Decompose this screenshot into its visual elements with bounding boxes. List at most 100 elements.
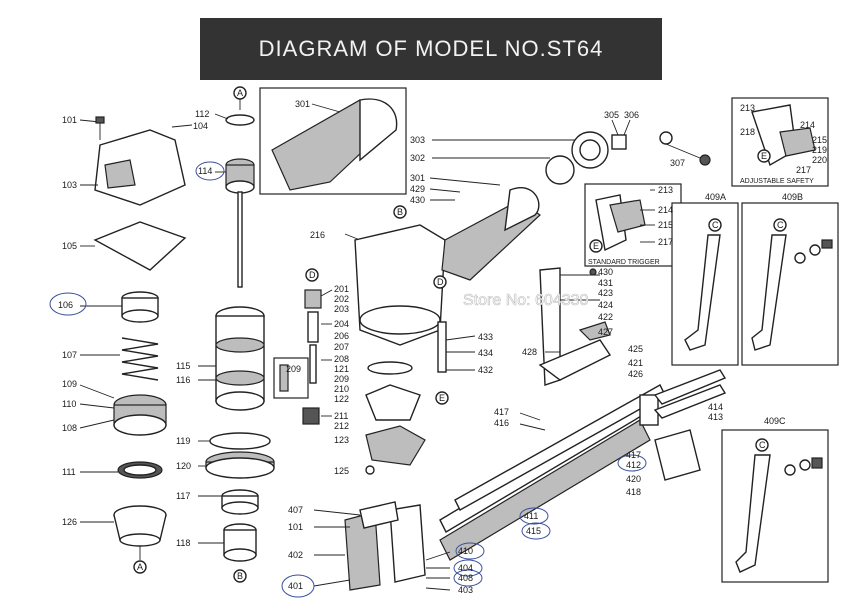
part-label: 118 [176,538,190,548]
part-label: 112 [195,109,209,119]
exhaust-cap-assembly [429,119,711,201]
part-label: 214 [658,205,673,215]
callout-e-body: E [439,393,445,403]
part-label: 429 [410,184,425,194]
part-label: 415 [526,526,541,536]
part-label: 411 [524,511,538,521]
part-label: 301 [410,173,425,183]
part-label: 107 [62,350,77,360]
part-label: 220 [812,155,827,165]
part-label: 104 [193,121,208,131]
callout-e-trigger: E [593,241,599,251]
part-label: 209 [334,374,349,384]
part-label: 407 [288,505,303,515]
part-label: 412 [626,460,641,470]
cylinder-cap-assembly [79,116,193,574]
part-label: 105 [62,241,77,251]
adjustable-safety-inset [731,97,829,187]
part-label: 434 [478,348,493,358]
part-label: 409B [782,192,803,202]
nose-assembly [313,501,451,591]
part-label: 216 [310,230,325,240]
callout-c-409b: C [777,220,784,230]
part-label: 208 [334,354,349,364]
callout-a-top: A [237,88,243,98]
part-label: 215 [812,135,827,145]
part-label: 421 [628,358,643,368]
driver-cylinder-assembly [198,86,275,583]
part-label: 212 [334,421,349,431]
contact-arm-409c-inset [721,429,829,583]
part-label: 119 [176,436,190,446]
part-label: 417 [626,450,641,460]
part-label: 201 [334,284,349,294]
callout-e-safety: E [761,151,767,161]
part-label: 431 [598,278,613,288]
contact-arm-409b-inset [741,202,839,366]
callout-b-top: B [397,207,403,217]
trigger-valve-stack [273,268,426,475]
callout-d-right: D [437,277,444,287]
part-label: 121 [334,364,349,374]
part-label: 108 [62,423,77,433]
part-label: 111 [62,467,76,477]
part-label: 427 [598,327,613,337]
store-watermark: Store No: 604330 [463,292,589,309]
part-label: 430 [598,267,613,277]
part-label: 402 [288,550,303,560]
part-label: 116 [176,375,190,385]
callout-b-bottom: B [237,571,243,581]
part-label: 426 [628,369,643,379]
caption-standard-trigger: STANDARD TRIGGER [588,259,660,266]
part-label: 305 [604,110,619,120]
part-label: 117 [176,491,190,501]
part-label: 420 [626,474,641,484]
callout-c-409c: C [759,440,766,450]
part-label: 404 [458,563,473,573]
part-label: 409A [705,192,726,202]
part-label: 408 [458,573,473,583]
part-label: 428 [522,347,537,357]
part-label: 409C [764,416,786,426]
part-label: 115 [176,361,190,371]
part-label: 217 [658,237,673,247]
part-label: 423 [598,288,613,298]
main-housing [344,187,541,346]
part-label: 219 [812,145,827,155]
grip-inset [259,87,407,195]
part-label: 110 [62,399,76,409]
part-label: 413 [708,412,723,422]
part-label: 213 [740,103,755,113]
trigger-linkage [435,267,612,405]
part-label: 432 [478,365,493,375]
part-label: 202 [334,294,349,304]
part-label: 103 [62,180,77,190]
part-label: 215 [658,220,673,230]
callout-a-bottom: A [137,562,143,572]
part-label: 211 [334,411,348,421]
diagram-title: DIAGRAM OF MODEL NO.ST64 [200,18,662,80]
part-label: 307 [670,158,685,168]
part-label: 109 [62,379,77,389]
part-label: 209 [286,364,301,374]
part-label: 424 [598,300,613,310]
part-label: 101 [288,522,303,532]
part-label: 416 [494,418,509,428]
part-label: 120 [176,461,191,471]
part-label: 101 [62,115,77,125]
highlight-marks [49,161,647,598]
callout-d-left: D [309,270,316,280]
part-label: 203 [334,304,349,314]
part-label: 213 [658,185,673,195]
part-label: 214 [800,120,815,130]
standard-trigger-inset [584,183,682,267]
magazine-assembly [439,369,727,561]
part-label: 418 [626,487,641,497]
part-label: 206 [334,331,349,341]
part-label: 125 [334,466,349,476]
part-label: 433 [478,332,493,342]
part-label: 430 [410,195,425,205]
part-label: 204 [334,319,349,329]
part-label: 218 [740,127,755,137]
